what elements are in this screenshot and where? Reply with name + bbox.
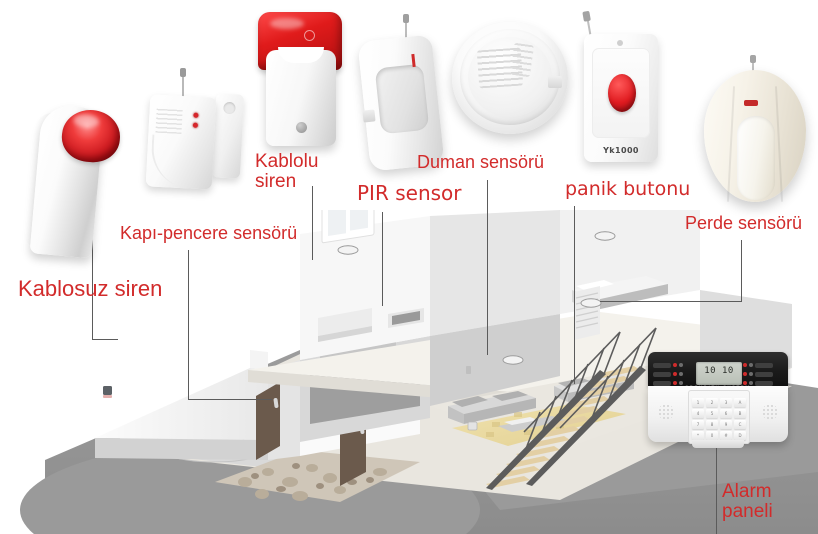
label-pir-sensor: PIR sensor <box>357 181 462 205</box>
panel-key-8[interactable]: 8 <box>706 420 718 429</box>
panic-remote-body: Yk1000 <box>584 34 658 162</box>
siren-white-base <box>266 47 336 146</box>
panel-key-D[interactable]: D <box>734 431 746 440</box>
antenna-icon <box>180 68 186 98</box>
antenna-icon <box>403 14 409 42</box>
siren-horn-hole <box>304 30 315 41</box>
leader-line-pir <box>382 212 384 306</box>
label-panic-button: panik butonu <box>565 178 691 200</box>
label-wired-siren: Kablolu siren <box>255 151 319 192</box>
ceiling-sensor <box>337 245 359 255</box>
leader-line-panic <box>574 206 576 384</box>
shell-seam-left <box>726 86 736 202</box>
led-indicator <box>192 122 199 128</box>
panel-foot <box>692 440 744 448</box>
panel-key-6[interactable]: 6 <box>720 409 732 418</box>
panel-right-buttons[interactable] <box>743 361 783 387</box>
panel-left-buttons[interactable] <box>653 361 693 387</box>
leader-line-wireless-siren-h <box>92 339 118 341</box>
leader-line-alarm-panel <box>716 444 718 534</box>
panel-lcd-time: 10 10 <box>704 366 734 376</box>
label-door-window-sensor: Kapı-pencere sensörü <box>120 223 298 243</box>
panel-key-3[interactable]: 3 <box>720 398 732 407</box>
ceiling-sensor <box>502 355 524 365</box>
label-alarm-panel: Alarm paneli <box>722 481 773 522</box>
curtain-sensor-shell <box>704 70 806 202</box>
ceiling-sensor <box>580 298 602 308</box>
panel-key-4[interactable]: 4 <box>692 409 704 418</box>
body-curve <box>149 134 201 189</box>
panel-key-2[interactable]: 2 <box>706 398 718 407</box>
wireless-siren-icon <box>22 88 123 259</box>
pir-fresnel-lens <box>374 63 430 135</box>
shell-seam-right <box>774 86 784 202</box>
curtain-lens-column <box>737 116 775 200</box>
panel-lcd-display: 10 10 <box>696 362 742 385</box>
panel-key-A[interactable]: A <box>734 398 746 407</box>
speaker-icon <box>658 404 674 420</box>
siren-button <box>296 122 307 133</box>
panel-key-0[interactable]: 0 <box>706 431 718 440</box>
leader-line-door-window-h <box>188 399 272 401</box>
leader-line-wireless-siren <box>92 232 94 340</box>
panel-key-#[interactable]: # <box>720 431 732 440</box>
panel-key-1[interactable]: 1 <box>692 398 704 407</box>
label-smoke-sensor: Duman sensörü <box>417 152 545 172</box>
magnet-part <box>211 93 245 179</box>
leader-line-curtain-h <box>600 301 742 303</box>
panel-key-7[interactable]: 7 <box>692 420 704 429</box>
wall-device-left <box>103 386 112 395</box>
panel-key-C[interactable]: C <box>734 420 746 429</box>
house-cutaway-illustration <box>0 137 818 534</box>
panel-top-bar: 10 10 SECURITY SYSTEM <box>648 352 788 391</box>
door <box>256 382 280 460</box>
leader-line-curtain <box>741 240 743 302</box>
label-wireless-siren: Kablosuz siren <box>18 276 163 301</box>
sofa <box>448 391 536 424</box>
speaker-icon <box>762 404 778 420</box>
staircase <box>486 327 657 490</box>
panel-key-B[interactable]: B <box>734 409 746 418</box>
smoke-detector-icon <box>452 18 570 140</box>
panic-button-icon: Yk1000 <box>578 15 666 166</box>
leader-line-door-window <box>188 250 190 400</box>
screw-icon <box>617 40 623 46</box>
radiator <box>574 286 600 340</box>
led-indicator <box>193 112 199 118</box>
panel-key-5[interactable]: 5 <box>706 409 718 418</box>
pir-side-switch <box>362 109 376 123</box>
ceiling-sensor <box>594 231 616 241</box>
motion-sensor-icon <box>357 14 462 180</box>
curtain-sensor-icon <box>700 55 812 208</box>
panic-model-text: Yk1000 <box>603 146 639 155</box>
panic-press-button[interactable] <box>608 74 636 112</box>
led-indicator <box>744 100 758 106</box>
detector-tab <box>548 76 562 88</box>
house-svg <box>20 137 818 534</box>
wired-siren-icon <box>252 8 358 153</box>
antenna-icon <box>750 55 756 74</box>
door-contact-icon <box>140 68 258 196</box>
transmitter-part <box>145 94 217 190</box>
label-curtain-sensor: Perde sensörü <box>685 213 803 233</box>
panel-key-*[interactable]: * <box>692 431 704 440</box>
panel-key-9[interactable]: 9 <box>720 420 732 429</box>
leader-line-wired-siren <box>312 186 314 260</box>
leader-line-smoke <box>487 180 489 355</box>
